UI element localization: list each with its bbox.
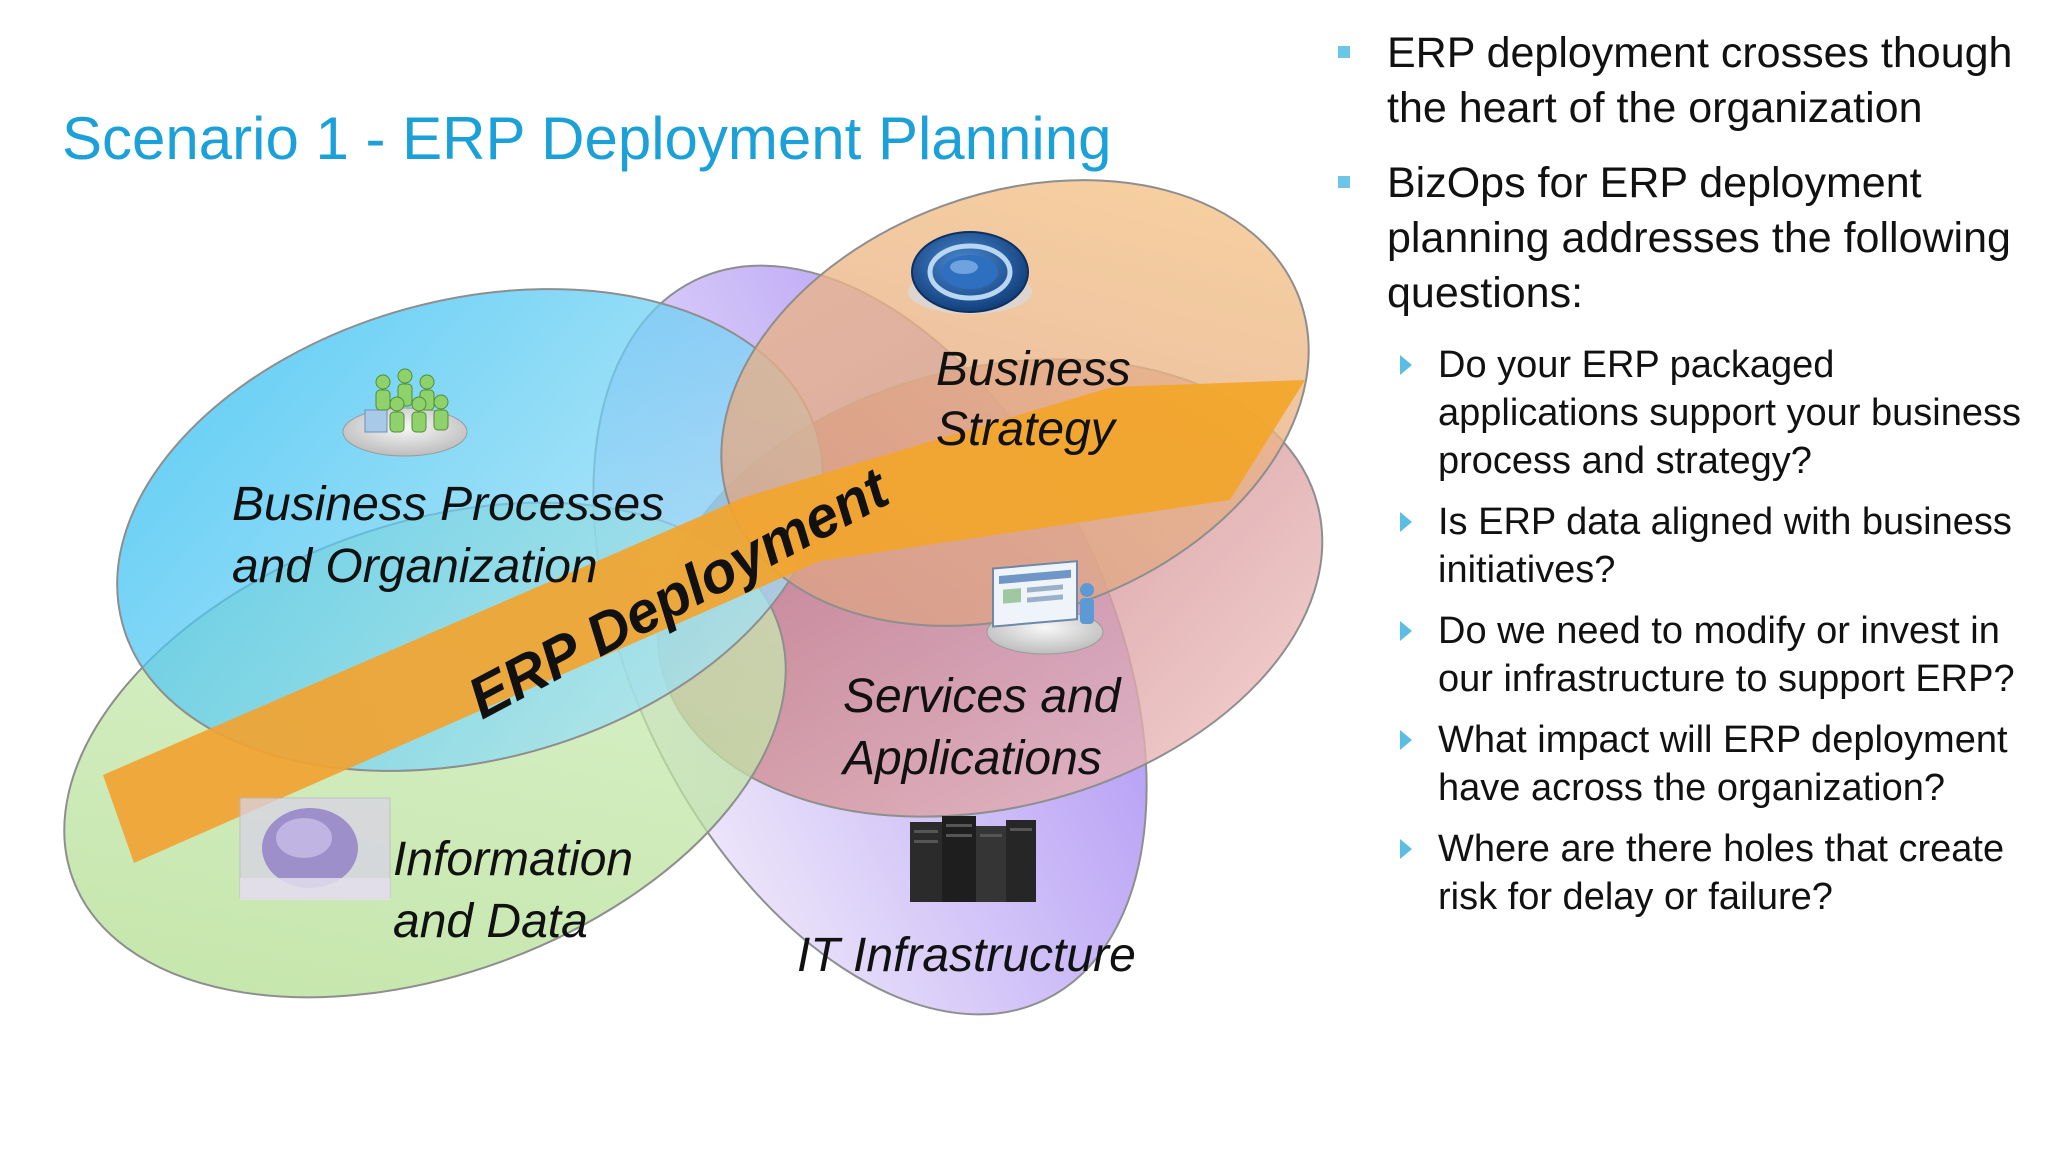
- sub-bullet-item: Do we need to modify or invest in our in…: [1335, 607, 2035, 703]
- triangle-bullet-icon: [1400, 839, 1412, 859]
- venn-diagram: Business Processes and Organization Busi…: [63, 179, 1324, 1016]
- triangle-bullet-icon: [1400, 512, 1412, 532]
- bullet-list: ERP deployment crosses though the heart …: [1335, 26, 2035, 934]
- sub-bullet-item: Is ERP data aligned with business initia…: [1335, 498, 2035, 594]
- square-bullet-icon: [1338, 46, 1350, 58]
- triangle-bullet-icon: [1400, 355, 1412, 375]
- triangle-bullet-icon: [1400, 730, 1412, 750]
- bullet-item: ERP deployment crosses though the heart …: [1335, 26, 2035, 136]
- sub-bullet-text: Is ERP data aligned with business initia…: [1438, 501, 2012, 591]
- sub-bullet-item: Where are there holes that create risk f…: [1335, 825, 2035, 921]
- label-business-strategy: Business Strategy: [936, 343, 1144, 456]
- label-information-data: Information and Data: [393, 833, 646, 948]
- sub-bullet-item: Do your ERP packaged applications suppor…: [1335, 341, 2035, 485]
- server-rack-icon: [910, 816, 1036, 902]
- bullet-text: BizOps for ERP deployment planning addre…: [1387, 159, 2011, 317]
- bullet-text: ERP deployment crosses though the heart …: [1387, 29, 2013, 132]
- cycle-disc-icon: [908, 231, 1032, 314]
- label-services-applications: Services and Applications: [840, 670, 1134, 785]
- sub-bullet-text: Where are there holes that create risk f…: [1438, 828, 2005, 918]
- square-bullet-icon: [1338, 176, 1350, 188]
- sub-bullet-text: Do we need to modify or invest in our in…: [1438, 610, 2015, 700]
- label-it-infrastructure: IT Infrastructure: [797, 929, 1136, 982]
- bullet-item: BizOps for ERP deployment planning addre…: [1335, 156, 2035, 321]
- page-title: Scenario 1 - ERP Deployment Planning: [62, 105, 1112, 172]
- sub-bullet-text: Do your ERP packaged applications suppor…: [1438, 344, 2022, 482]
- sub-bullet-item: What impact will ERP deployment have acr…: [1335, 716, 2035, 812]
- database-cube-icon: [239, 797, 391, 900]
- application-screen-icon: [986, 560, 1104, 655]
- erp-deployment-arrow: [103, 380, 1305, 863]
- label-business-processes: Business Processes and Organization: [232, 478, 678, 593]
- sub-bullet-text: What impact will ERP deployment have acr…: [1438, 719, 2008, 809]
- triangle-bullet-icon: [1400, 621, 1412, 641]
- people-group-icon: [342, 368, 468, 457]
